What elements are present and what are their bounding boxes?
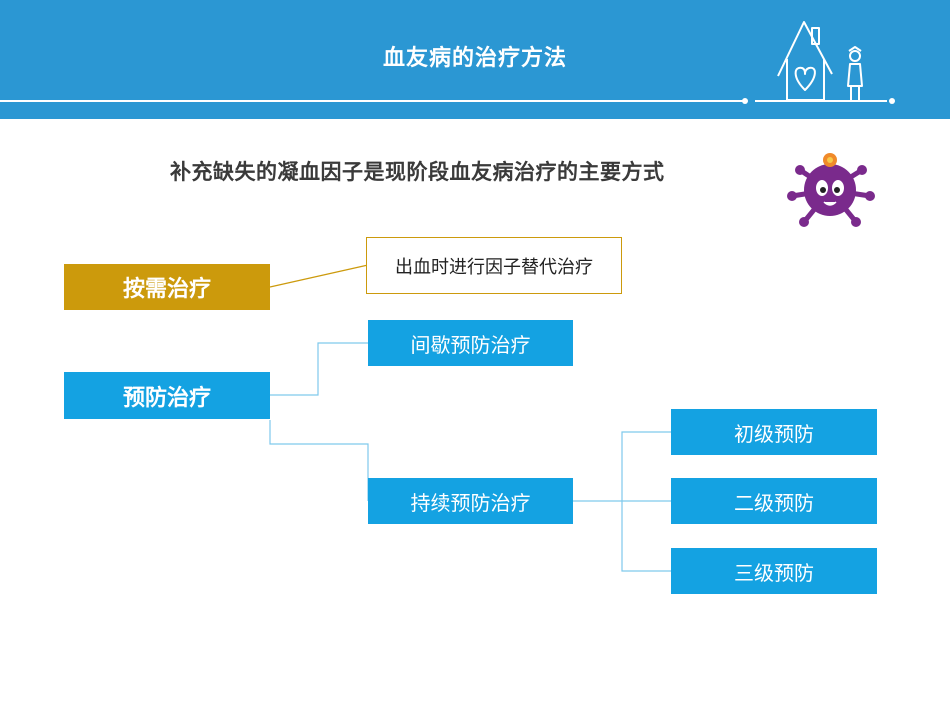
header-bar: 血友病的治疗方法 <box>0 0 950 119</box>
connector-on-demand-note <box>269 264 369 288</box>
page-title: 血友病的治疗方法 <box>382 46 567 71</box>
connector-prophylaxis-intermittent <box>270 342 368 396</box>
continuous-prophylaxis-box: 持续预防治疗 <box>368 478 573 524</box>
primary-prevention-box: 初级预防 <box>671 409 877 455</box>
intermittent-prophylaxis-box: 间歇预防治疗 <box>368 320 573 366</box>
connector-prophylaxis-continuous <box>269 420 369 501</box>
tertiary-prevention-box: 三级预防 <box>671 548 877 594</box>
secondary-prevention-box: 二级预防 <box>671 478 877 524</box>
house-heart-nurse-icon <box>777 21 863 101</box>
subtitle: 补充缺失的凝血因子是现阶段血友病治疗的主要方式 <box>170 160 665 184</box>
prophylaxis-treatment-box: 预防治疗 <box>64 372 270 419</box>
on-demand-treatment-box: 按需治疗 <box>64 264 270 310</box>
on-demand-note-box: 出血时进行因子替代治疗 <box>366 237 622 294</box>
purple-virus-mascot-icon <box>787 153 875 227</box>
